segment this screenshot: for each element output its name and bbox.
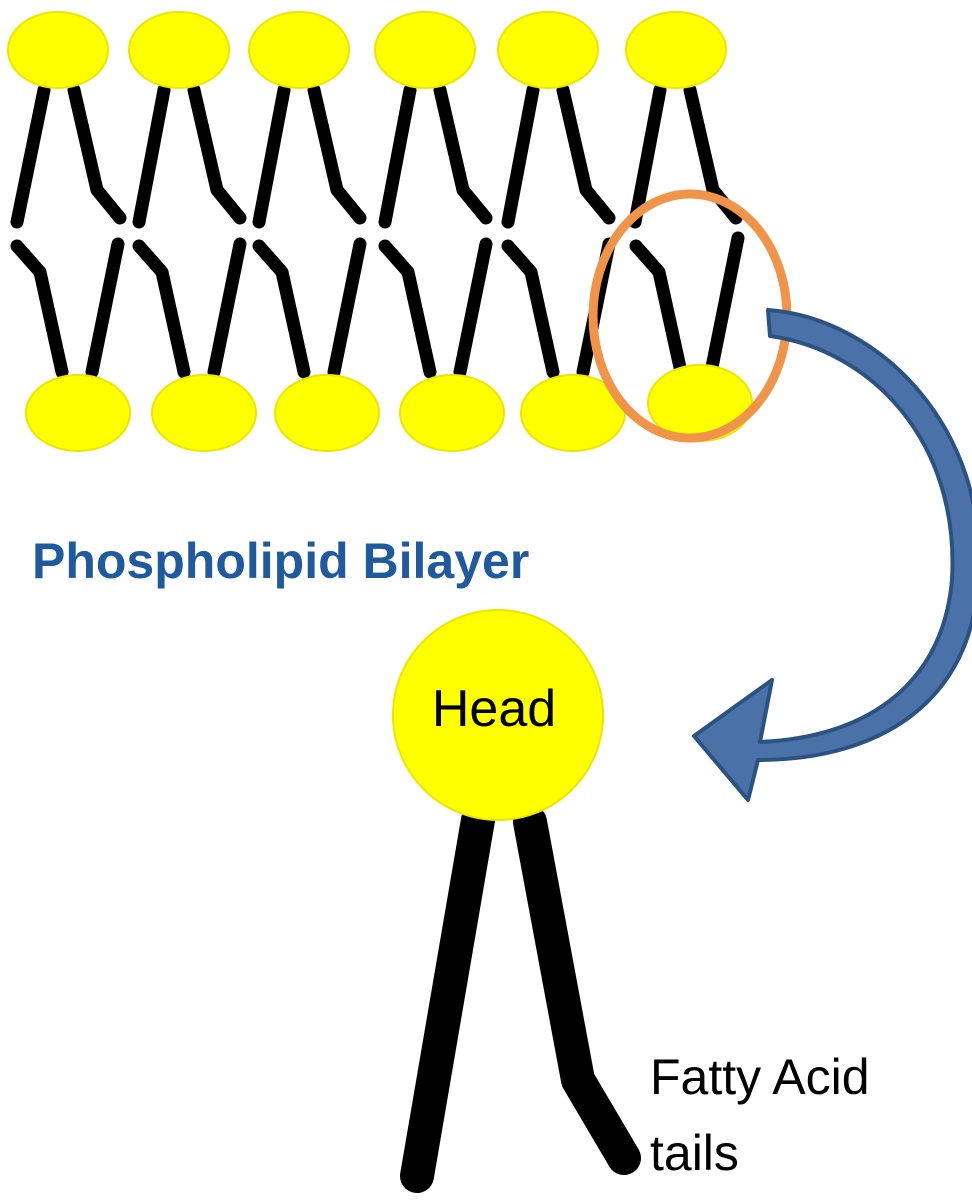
lower-tail-5a [501,239,560,379]
lower-tail-3b [327,237,367,379]
upper-layer-heads [7,11,727,89]
lower-layer-heads [25,364,753,452]
upper-tail-2a [132,83,171,229]
fatty-acid-tail-left [400,803,495,1193]
tails-label-line2: tails [650,1125,739,1181]
upper-head-2 [128,11,230,89]
lower-tail-6b [704,231,745,379]
upper-tail-4a [378,83,417,229]
upper-tail-5a [501,83,540,229]
lower-head-1 [25,374,131,452]
lower-tail-3a [252,239,311,379]
upper-head-3 [248,11,350,89]
lower-tail-2a [132,239,191,379]
diagram-title: Phospholipid Bilayer [32,533,529,589]
lower-tail-6a [629,239,688,379]
single-phospholipid-head [392,609,604,821]
lower-tail-1a [10,239,69,379]
upper-tail-1b [67,83,127,225]
upper-tail-4b [433,83,493,225]
lower-tail-2b [207,237,247,379]
upper-tail-3b [307,83,367,225]
lower-head-3 [274,374,380,452]
head-label: Head [432,680,556,738]
lower-head-4 [399,374,505,452]
lower-tail-4b [453,237,493,379]
lower-tail-1b [85,237,125,379]
upper-tail-3a [252,83,291,229]
upper-head-6 [625,11,727,89]
upper-tail-5b [556,83,616,225]
lower-layer-tails [10,231,745,379]
upper-tail-1a [10,83,51,229]
lower-tail-4a [378,239,437,379]
single-phospholipid-tails [400,803,641,1193]
upper-tail-6a [628,83,667,229]
lower-head-2 [151,374,257,452]
tails-label-line1: Fatty Acid [650,1049,870,1105]
upper-layer-tails [10,83,743,229]
upper-head-4 [374,11,476,89]
upper-head-5 [497,11,599,89]
upper-tail-2b [187,83,247,225]
fatty-acid-tail-right [513,805,641,1175]
upper-head-1 [7,11,109,89]
curved-arrow [692,308,972,802]
